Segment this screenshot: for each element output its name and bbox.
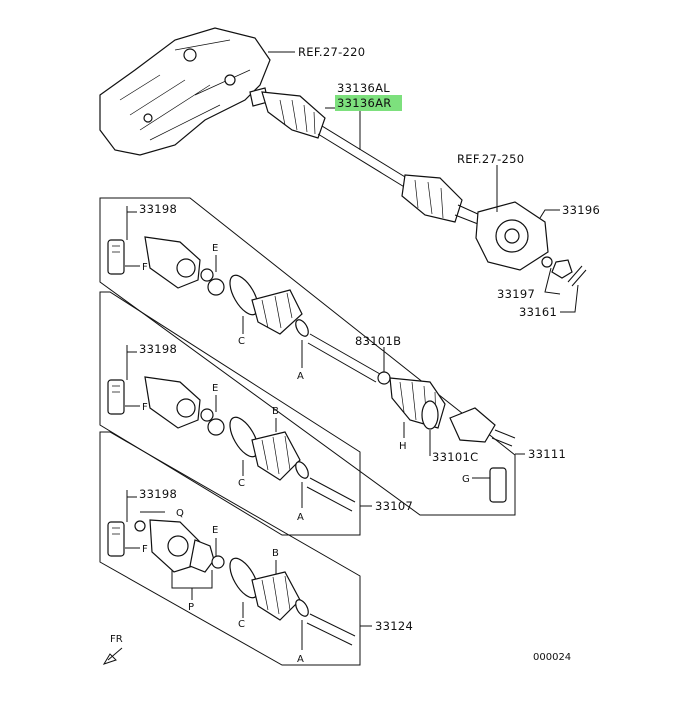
part-33107-label[interactable]: 33107 [375, 499, 413, 513]
panel-3-parts [107, 519, 356, 646]
part-33196-label[interactable]: 33196 [562, 203, 600, 217]
letter-H-1[interactable]: H [399, 441, 407, 452]
letter-P-3[interactable]: P [188, 602, 194, 613]
ref-27-250-label[interactable]: REF.27-250 [457, 152, 524, 166]
front-arrow-icon [102, 647, 123, 665]
panel-3-outline [99, 431, 361, 666]
panel-1-parts [107, 236, 516, 503]
letter-B-2[interactable]: B [272, 406, 279, 417]
transfer-case-drawing [99, 27, 271, 156]
letter-E-2[interactable]: E [212, 383, 218, 394]
part-33198-label-3[interactable]: 33198 [139, 487, 177, 501]
letter-G-1[interactable]: G [462, 474, 470, 485]
figure-code-label: 000024 [533, 652, 571, 663]
part-33136AR-label[interactable]: 33136AR [337, 96, 392, 110]
letter-C-1[interactable]: C [238, 336, 245, 347]
letter-C-2[interactable]: C [238, 478, 245, 489]
part-33111-label[interactable]: 33111 [528, 447, 566, 461]
letter-B-3[interactable]: B [272, 548, 279, 559]
part-33124-label[interactable]: 33124 [375, 619, 413, 633]
letter-E-1[interactable]: E [212, 243, 218, 254]
letter-F-1[interactable]: F [142, 262, 148, 273]
letter-A-1[interactable]: A [297, 371, 304, 382]
ref-27-220-label[interactable]: REF.27-220 [298, 45, 365, 59]
upper-driveshaft-drawing [261, 91, 481, 225]
hub-assembly-drawing [475, 201, 587, 287]
letter-F-3[interactable]: F [142, 544, 148, 555]
panel-1-outline [99, 197, 516, 516]
letter-A-3[interactable]: A [297, 654, 304, 665]
panel-2-outline [99, 291, 361, 536]
front-indicator-label: FR [110, 634, 123, 645]
part-33198-label-1[interactable]: 33198 [139, 202, 177, 216]
letter-E-3[interactable]: E [212, 525, 218, 536]
part-83101B-label[interactable]: 83101B [355, 334, 401, 348]
part-33198-label-2[interactable]: 33198 [139, 342, 177, 356]
part-33197-label[interactable]: 33197 [497, 287, 535, 301]
part-33161-label[interactable]: 33161 [519, 305, 557, 319]
letter-C-3[interactable]: C [238, 619, 245, 630]
panel-2-parts [107, 376, 356, 512]
letter-A-2[interactable]: A [297, 512, 304, 523]
part-33101C-label[interactable]: 33101C [432, 450, 478, 464]
highlight-33136AR [335, 95, 402, 111]
part-33136AL-label[interactable]: 33136AL [337, 81, 390, 95]
letter-Q-3[interactable]: Q [176, 508, 184, 519]
letter-F-2[interactable]: F [142, 402, 148, 413]
